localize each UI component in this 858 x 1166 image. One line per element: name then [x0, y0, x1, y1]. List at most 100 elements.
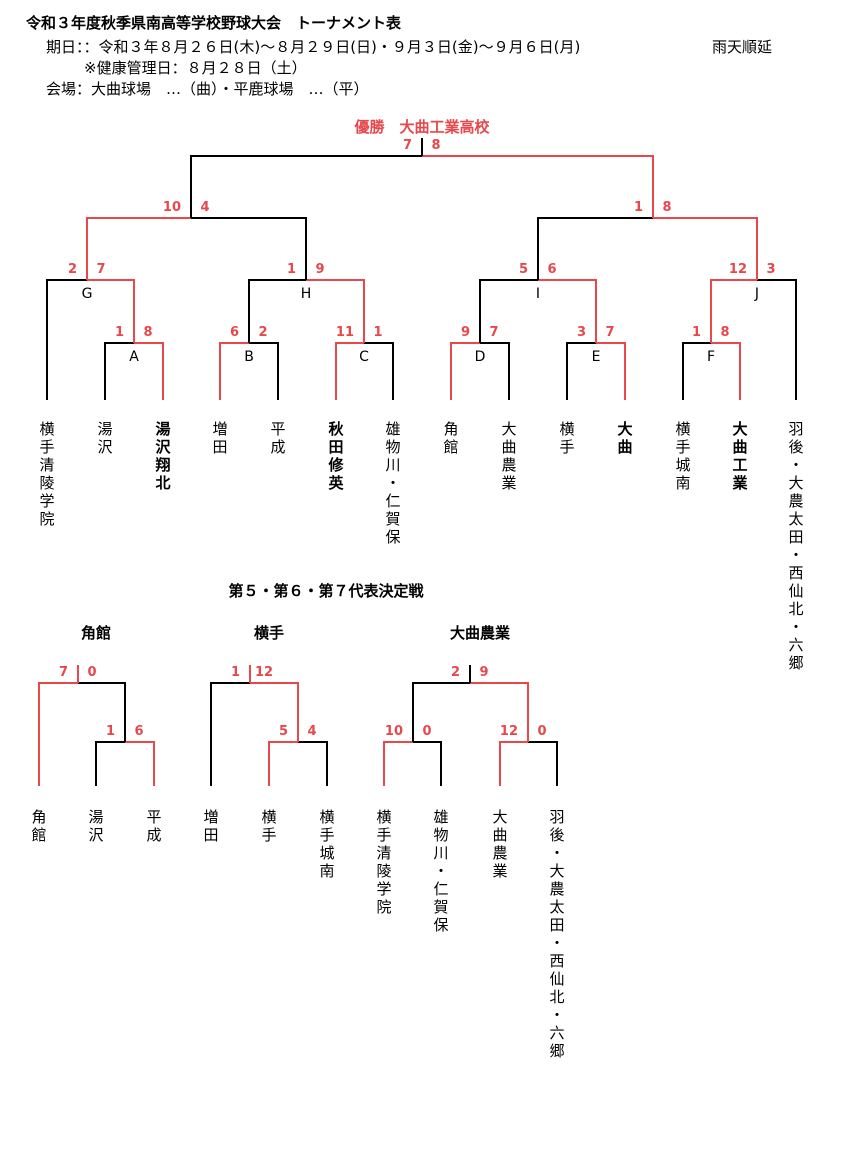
bracket-line [470, 682, 529, 742]
team-name: 角館 [443, 420, 458, 456]
team-name: 増田 [212, 420, 227, 456]
bracket-line [249, 342, 279, 400]
score-label: 0 [422, 724, 431, 739]
game-label: B [244, 349, 254, 365]
score-label: 1 [373, 325, 382, 340]
game-label: G [82, 286, 93, 302]
team-name: 横手城南 [675, 420, 690, 492]
playoff-team-name: 雄物川・仁賀保 [433, 808, 448, 934]
playoff-team-name: 角館 [31, 808, 46, 844]
score-label: 10 [385, 724, 403, 739]
dates-line: 期日：：令和３年８月２６日(木)～８月２９日(日)・９月３日(金)～９月６日(月… [46, 38, 581, 56]
bracket-line [248, 279, 306, 343]
game-label: H [301, 286, 312, 302]
score-label: 2 [258, 325, 267, 340]
bracket-line [710, 279, 757, 343]
score-label: 4 [307, 724, 316, 739]
playoff-team-name: 湯沢 [88, 808, 103, 844]
team-name: 平成 [270, 420, 285, 456]
score-label: 11 [336, 325, 354, 340]
score-label: 1 [231, 665, 240, 680]
bracket-line [757, 279, 797, 400]
game-label: I [536, 286, 540, 302]
score-label: 7 [59, 665, 68, 680]
score-label: 8 [720, 325, 729, 340]
team-name: 雄物川・仁賀保 [385, 420, 400, 546]
score-label: 9 [461, 325, 470, 340]
rain-note: 雨天順延 [712, 38, 773, 56]
score-label: 1 [287, 262, 296, 277]
bracket-line [566, 342, 596, 400]
team-name: 秋田修英 [327, 420, 344, 492]
score-label: 6 [134, 724, 143, 739]
bracket-line [38, 682, 78, 786]
score-label: 7 [403, 138, 412, 153]
score-label: 9 [479, 665, 488, 680]
venue-line: 会場：大曲球場 …（曲）・平鹿球場 …（平） [46, 80, 369, 98]
team-name: 湯沢 [97, 420, 112, 456]
playoff-team-name: 増田 [203, 808, 218, 844]
score-label: 12 [255, 665, 273, 680]
bracket-line [210, 682, 250, 786]
score-label: 3 [577, 325, 586, 340]
bracket-line [596, 342, 626, 400]
team-name: 大曲工業 [731, 420, 748, 492]
score-label: 6 [230, 325, 239, 340]
bracket-line [125, 741, 155, 786]
score-label: 5 [519, 262, 528, 277]
playoff-winner: 大曲農業 [450, 624, 511, 642]
score-label: 4 [200, 200, 209, 215]
game-label: F [707, 349, 715, 365]
bracket-line [268, 741, 298, 786]
score-label: 7 [96, 262, 105, 277]
score-label: 0 [87, 665, 96, 680]
bracket-line [298, 741, 328, 786]
bracket-line [653, 217, 758, 280]
bracket-line [95, 741, 125, 786]
score-label: 2 [451, 665, 460, 680]
score-label: 1 [106, 724, 115, 739]
bracket-line [250, 682, 299, 742]
health-day-note: ※健康管理日：８月２８日（土） [84, 59, 307, 77]
bracket-line [78, 682, 126, 742]
score-label: 9 [315, 262, 324, 277]
score-label: 6 [547, 262, 556, 277]
team-name: 横手清陵学院 [39, 420, 54, 528]
game-label: E [592, 349, 601, 365]
bracket-line [306, 279, 365, 343]
playoff-title: 第５・第６・第７代表決定戦 [228, 582, 424, 600]
score-label: 1 [115, 325, 124, 340]
bracket-line [528, 741, 558, 786]
score-label: 5 [279, 724, 288, 739]
bracket-line [191, 217, 307, 280]
bracket-line [479, 279, 538, 343]
bracket-line [537, 217, 653, 280]
champion-label: 優勝 大曲工業高校 [353, 118, 490, 136]
bracket-line [46, 279, 87, 400]
score-label: 10 [163, 200, 181, 215]
playoff-winner: 角館 [81, 624, 111, 642]
page-title: 令和３年度秋季県南高等学校野球大会 トーナメント表 [26, 14, 402, 32]
team-name: 湯沢翔北 [154, 420, 171, 492]
team-name: 横手 [559, 420, 574, 456]
bracket-line [104, 342, 134, 400]
bracket-line [219, 342, 249, 400]
bracket-line [87, 279, 135, 343]
team-name: 羽後・大農太田・西仙北・六郷 [788, 420, 803, 672]
bracket-line [86, 217, 191, 280]
bracket-line [134, 342, 164, 400]
playoff-team-name: 横手清陵学院 [376, 808, 391, 916]
score-label: 1 [634, 200, 643, 215]
playoff-team-name: 横手城南 [319, 808, 334, 880]
game-label: D [475, 349, 486, 365]
score-label: 8 [662, 200, 671, 215]
playoff-team-name: 横手 [261, 808, 276, 844]
playoff-winner: 横手 [254, 624, 284, 642]
score-label: 7 [605, 325, 614, 340]
score-label: 3 [766, 262, 775, 277]
game-label: J [754, 286, 759, 302]
header: 令和３年度秋季県南高等学校野球大会 トーナメント表 期日：：令和３年８月２６日(… [0, 0, 858, 110]
bracket-line [190, 155, 422, 218]
team-name: 大曲農業 [501, 420, 516, 492]
